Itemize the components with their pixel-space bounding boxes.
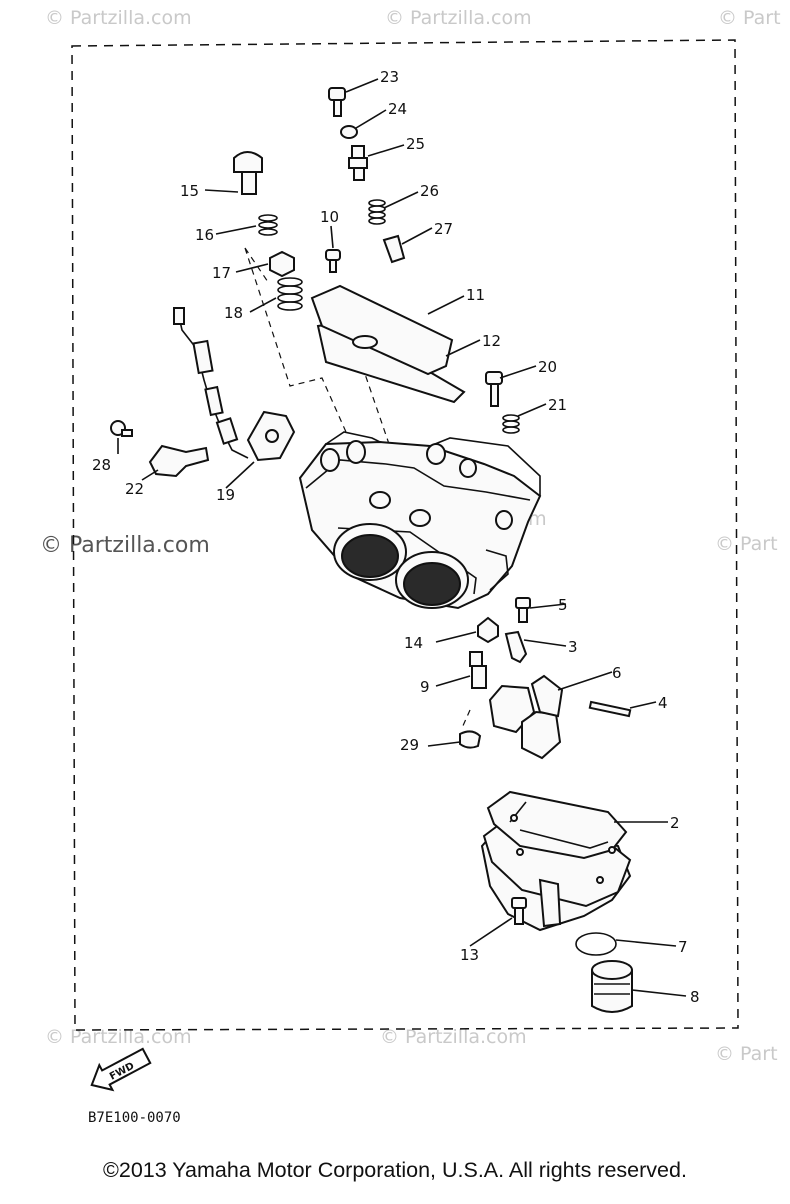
diagram-reference-code: B7E100-0070 xyxy=(88,1110,181,1126)
part-11-cover xyxy=(310,284,454,376)
watermark: © Part xyxy=(718,7,781,29)
callout-25: 25 xyxy=(406,135,425,153)
part-27-plug xyxy=(382,234,406,264)
callout-8: 8 xyxy=(690,988,700,1006)
part-24-washer xyxy=(340,125,358,139)
callout-21: 21 xyxy=(548,396,567,414)
callout-11: 11 xyxy=(466,286,485,304)
part-22-bracket xyxy=(148,444,210,478)
callout-24: 24 xyxy=(388,100,407,118)
callout-16: 16 xyxy=(195,226,214,244)
callout-13: 13 xyxy=(460,946,479,964)
part-14-nut xyxy=(477,616,499,644)
part-3-needle-valve xyxy=(504,630,528,664)
watermark-prominent: © Partzilla.com xyxy=(40,533,210,558)
carburetor-body xyxy=(298,431,542,610)
part-18-spring xyxy=(277,277,303,311)
callout-labels: 23 24 25 26 27 10 11 12 15 16 17 18 20 2… xyxy=(92,68,700,1006)
callout-2: 2 xyxy=(670,814,680,832)
part-28-screw xyxy=(110,420,133,437)
watermark: © Partzilla.com xyxy=(45,1026,192,1048)
watermark: © Partzilla.com xyxy=(385,7,532,29)
watermark: © Part xyxy=(715,1043,778,1065)
callout-5: 5 xyxy=(558,596,568,614)
callout-27: 27 xyxy=(434,220,453,238)
part-11-cover-hole xyxy=(352,335,378,349)
part-16-spring xyxy=(258,214,278,236)
callout-14: 14 xyxy=(404,634,423,652)
callout-19: 19 xyxy=(216,486,235,504)
callout-18: 18 xyxy=(224,304,243,322)
assembly-guide xyxy=(461,709,471,729)
callout-29: 29 xyxy=(400,736,419,754)
part-29-cap xyxy=(459,730,482,749)
callout-15: 15 xyxy=(180,182,199,200)
part-23-bolt xyxy=(328,87,346,117)
callout-7: 7 xyxy=(678,938,688,956)
forward-arrow-icon xyxy=(90,1047,152,1092)
part-13-screw xyxy=(511,897,527,925)
part-8-drain-plug xyxy=(591,960,633,1013)
copyright-footer: ©2013 Yamaha Motor Corporation, U.S.A. A… xyxy=(103,1158,687,1182)
part-5-screw xyxy=(515,597,531,623)
part-9-jet xyxy=(469,651,487,689)
callout-4: 4 xyxy=(658,694,668,712)
direction-badge: FWD xyxy=(90,1047,152,1092)
callout-17: 17 xyxy=(212,264,231,282)
part-2-float-bowl xyxy=(480,790,632,932)
assembly-guide xyxy=(244,247,347,433)
watermark: © Partzilla.com xyxy=(45,7,192,29)
callout-10: 10 xyxy=(320,208,339,226)
callout-23: 23 xyxy=(380,68,399,86)
part-19-sensor xyxy=(173,307,296,462)
callout-20: 20 xyxy=(538,358,557,376)
callout-28: 28 xyxy=(92,456,111,474)
part-21-spring xyxy=(502,414,520,434)
diagram-frame xyxy=(71,39,739,1031)
callout-9: 9 xyxy=(420,678,430,696)
callout-26: 26 xyxy=(420,182,439,200)
callout-22: 22 xyxy=(125,480,144,498)
part-20-screw xyxy=(485,371,503,407)
part-7-o-ring xyxy=(575,932,617,956)
part-6-float xyxy=(488,674,564,760)
part-17-nut xyxy=(269,250,295,278)
callout-6: 6 xyxy=(612,664,622,682)
part-15-bolt xyxy=(233,151,263,195)
callout-12: 12 xyxy=(482,332,501,350)
callout-3: 3 xyxy=(568,638,578,656)
part-4-pin xyxy=(588,700,632,718)
watermark: © Part xyxy=(715,533,778,555)
part-25-fitting xyxy=(348,145,368,181)
leader-lines xyxy=(117,78,687,997)
part-26-spring xyxy=(368,199,386,225)
part-10-screw xyxy=(325,249,341,273)
watermark: © Partzilla.com xyxy=(380,1026,527,1048)
